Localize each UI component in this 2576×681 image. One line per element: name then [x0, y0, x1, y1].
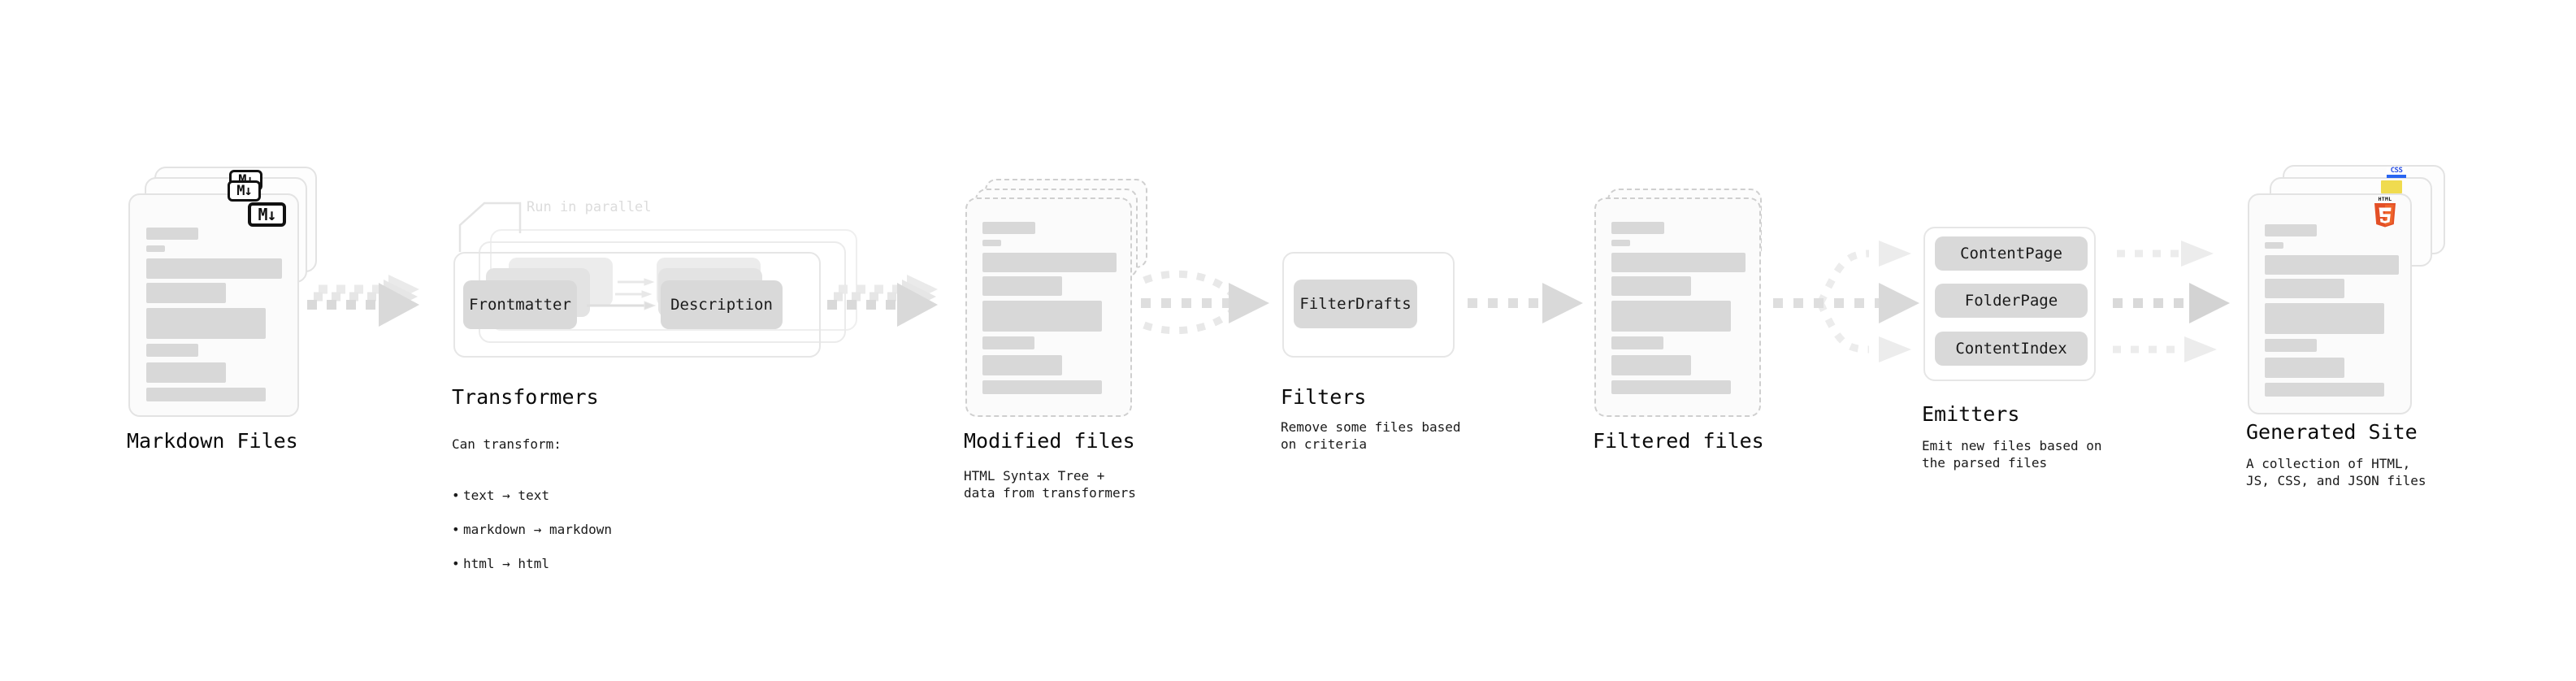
transformer-chip-description[interactable]: Description: [661, 280, 783, 329]
stage-title-markdown-files: Markdown Files: [127, 429, 298, 453]
skeleton-bar: [2265, 279, 2344, 298]
connector-md-to-transformers: [307, 275, 419, 327]
stage-title-generated-site: Generated Site: [2246, 420, 2418, 444]
skeleton-bar: [1611, 355, 1691, 375]
emitters-box: [1923, 227, 2096, 381]
markdown-badge-back-1: M↓: [228, 180, 261, 202]
list-item: •text → text: [452, 488, 549, 503]
connector-filters-to-filtered: [1468, 283, 1583, 323]
skeleton-bar: [982, 276, 1062, 296]
emitter-chip-contentindex[interactable]: ContentIndex: [1935, 332, 2088, 366]
html5-badge: HTML: [2371, 195, 2399, 229]
skeleton-bar: [2265, 358, 2344, 378]
skeleton-bar: [2265, 383, 2384, 397]
skeleton-bar: [146, 283, 226, 303]
stage-title-filtered-files: Filtered files: [1593, 429, 1764, 453]
svg-text:HTML: HTML: [2379, 196, 2392, 202]
list-item-label: markdown → markdown: [463, 522, 613, 537]
list-item-label: html → html: [463, 556, 549, 571]
filter-chip-filterdrafts[interactable]: FilterDrafts: [1294, 280, 1417, 328]
skeleton-bar: [1611, 222, 1664, 234]
skeleton-bar: [2265, 255, 2399, 275]
skeleton-bar: [982, 336, 1034, 349]
skeleton-bar: [982, 301, 1102, 332]
list-item: •markdown → markdown: [452, 522, 613, 537]
stage-desc-transformers: Can transform: •text → text •markdown → …: [452, 419, 612, 606]
list-item-label: text → text: [463, 488, 549, 503]
stage-title-transformers: Transformers: [452, 385, 599, 409]
skeleton-bar: [982, 240, 1001, 246]
skeleton-bar: [982, 355, 1062, 375]
skeleton-bar: [146, 344, 198, 357]
skeleton-bar: [982, 380, 1102, 394]
skeleton-bar: [982, 222, 1035, 234]
skeleton-bar: [2265, 303, 2384, 334]
emitter-chip-contentpage[interactable]: ContentPage: [1935, 236, 2088, 271]
skeleton-bar: [146, 245, 165, 252]
connector-emitters-to-site: [2113, 241, 2230, 362]
stage-title-emitters: Emitters: [1922, 402, 2020, 426]
connector-filtered-to-emitters: [1773, 241, 1919, 362]
emitter-chip-folderpage[interactable]: FolderPage: [1935, 284, 2088, 318]
transformers-desc-lead: Can transform:: [452, 436, 562, 452]
skeleton-bar: [146, 228, 198, 240]
stage-desc-modified-files: HTML Syntax Tree + data from transformer…: [964, 468, 1136, 501]
markdown-file-card: [128, 193, 299, 417]
generated-site-card: [2248, 193, 2412, 414]
filtered-file-card: [1594, 197, 1761, 417]
skeleton-bar: [1611, 240, 1630, 246]
skeleton-bar: [1611, 253, 1746, 272]
stage-desc-filters: Remove some files based on criteria: [1281, 419, 1461, 452]
js-badge: [2381, 180, 2402, 193]
connector-modified-to-filters: [1141, 270, 1269, 335]
css-badge: CSS: [2387, 167, 2406, 178]
skeleton-bar: [1611, 336, 1663, 349]
filters-box: [1282, 252, 1455, 358]
stage-title-filters: Filters: [1281, 385, 1367, 409]
stage-desc-emitters: Emit new files based on the parsed files: [1922, 438, 2102, 471]
html5-icon: HTML: [2374, 196, 2396, 228]
skeleton-bar: [1611, 276, 1691, 296]
skeleton-bar: [2265, 339, 2317, 352]
skeleton-bar: [1611, 380, 1731, 394]
skeleton-bar: [1611, 301, 1731, 332]
skeleton-bar: [982, 253, 1117, 272]
modified-file-card: [965, 197, 1132, 417]
transformers-desc-list: •text → text •markdown → markdown •html …: [452, 470, 612, 589]
run-in-parallel-label: Run in parallel: [527, 199, 652, 215]
stage-title-modified-files: Modified files: [964, 429, 1135, 453]
markdown-badge: M↓: [248, 202, 286, 227]
transformer-chip-frontmatter[interactable]: Frontmatter: [463, 280, 577, 329]
list-item: •html → html: [452, 556, 549, 571]
skeleton-bar: [2265, 242, 2283, 249]
skeleton-bar: [146, 308, 266, 339]
transformers-box: [453, 252, 821, 358]
skeleton-bar: [146, 362, 226, 383]
skeleton-bar: [146, 258, 282, 279]
skeleton-bar: [146, 388, 266, 401]
skeleton-bar: [2265, 224, 2317, 236]
stage-desc-generated-site: A collection of HTML, JS, CSS, and JSON …: [2246, 456, 2426, 488]
